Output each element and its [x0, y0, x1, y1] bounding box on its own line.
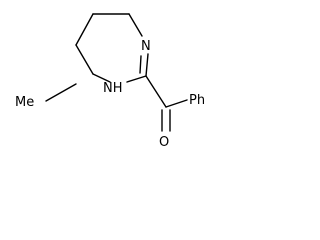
- bond-c2-carbonyl: [145, 75, 167, 108]
- molecule-structure: N NH Me O Ph: [15, 13, 205, 150]
- atom-label-methyl: Me: [15, 95, 34, 110]
- bond-ring-n-c3: [128, 13, 143, 37]
- bond-ring-nh-c2: [126, 75, 147, 83]
- bond-ring-c4-c6: [75, 44, 94, 75]
- atom-label-phenyl: Ph: [189, 93, 205, 108]
- atom-label-nh: NH: [103, 81, 123, 96]
- bond-carbonyl-phenyl: [165, 99, 188, 108]
- bond-ring-c6-nh: [92, 73, 111, 83]
- atom-label-oxygen: O: [159, 135, 169, 150]
- bond-ring-c5-c4: [75, 13, 94, 46]
- bond-methyl: [45, 83, 77, 102]
- bond-ring-c2-n: [145, 53, 149, 77]
- atom-label-n: N: [141, 39, 151, 54]
- bond-ring-double-inner: [139, 55, 142, 74]
